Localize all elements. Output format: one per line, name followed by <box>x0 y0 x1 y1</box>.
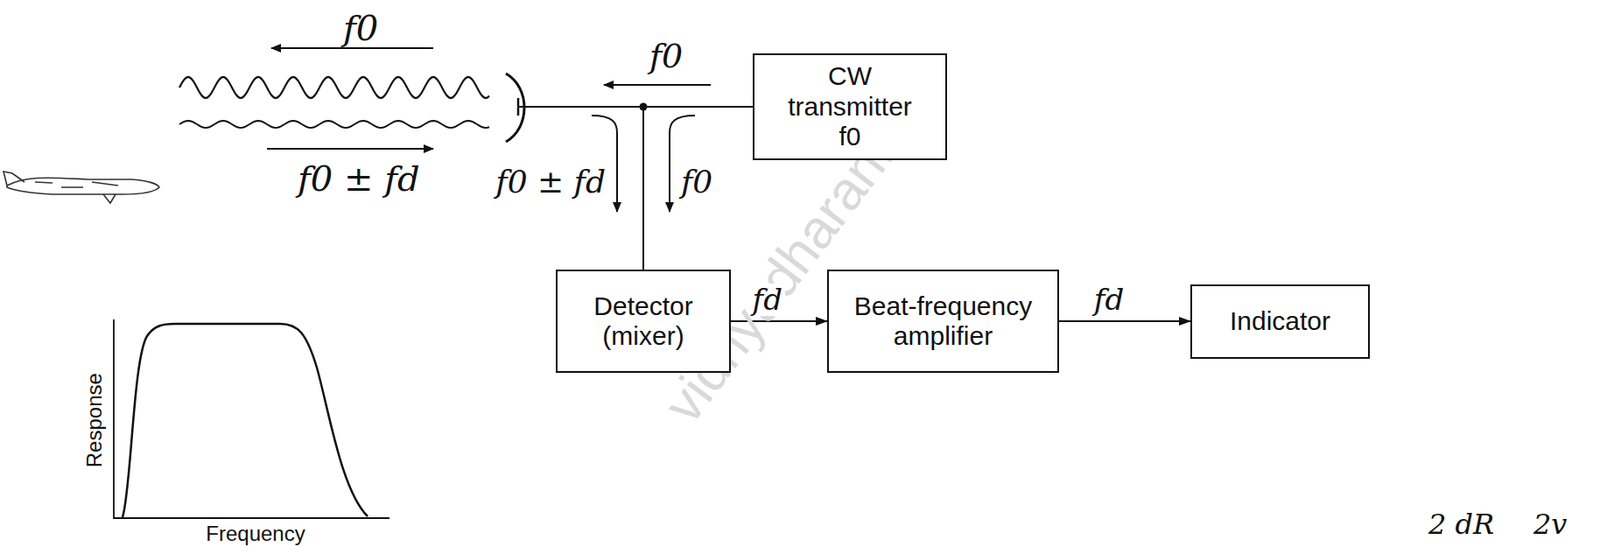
axis-label: Frequency <box>205 522 305 546</box>
frequency-label: f0 <box>649 38 683 76</box>
block-box: CW transmitter f0 <box>752 53 948 161</box>
frequency-label: f0 <box>343 8 379 48</box>
reflected-wave <box>179 120 490 128</box>
frequency-label: f0 ± fd <box>495 164 606 200</box>
response-graph <box>113 319 390 519</box>
aircraft-sketch <box>3 171 160 204</box>
feed-line <box>518 105 645 108</box>
frequency-label: f0 <box>680 164 713 200</box>
block-label: Indicator <box>1229 306 1331 337</box>
signal-connector <box>643 106 753 270</box>
block-label: Beat-frequency amplifier <box>840 291 1046 352</box>
block-label: CW transmitter f0 <box>775 61 925 153</box>
block-box: Detector (mixer) <box>555 269 731 373</box>
block-box: Beat-frequency amplifier <box>827 269 1060 373</box>
edge-label: fd <box>750 283 786 316</box>
edge-label: fd <box>1091 283 1127 316</box>
direction-arrow <box>271 47 434 50</box>
block-box: Indicator <box>1190 284 1370 359</box>
formula-fragment: 2 dR <box>1428 509 1495 541</box>
signal-connector <box>1059 320 1191 323</box>
transmitted-wave <box>179 77 490 99</box>
direction-arrow <box>266 147 434 150</box>
axis-label: Response <box>83 372 106 468</box>
formula-fragment: 2v <box>1533 509 1567 541</box>
block-label: Detector (mixer) <box>568 291 718 352</box>
direction-arrow <box>603 84 711 86</box>
frequency-label: f0 ± fd <box>297 159 421 198</box>
